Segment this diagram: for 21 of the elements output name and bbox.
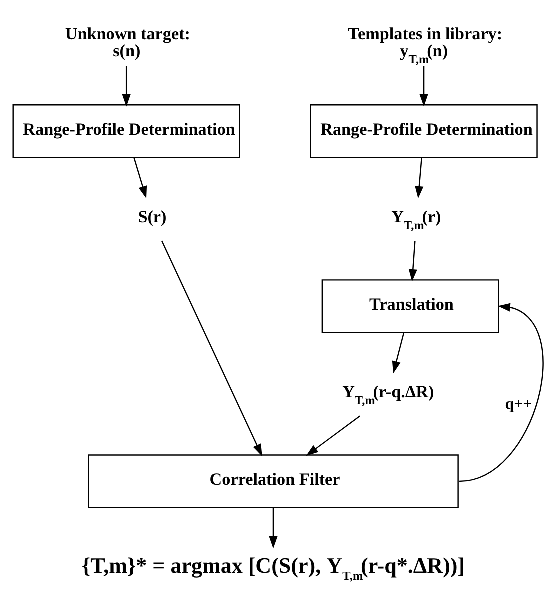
- arrow: [134, 158, 148, 198]
- arrow: [161, 240, 262, 456]
- node-box: Correlation Filter: [88, 454, 459, 508]
- arrow: [269, 508, 278, 548]
- arrow: [122, 66, 131, 106]
- node-text: Y$_{T,m}$(r-q.ΔR): [342, 382, 434, 407]
- arrow: [415, 158, 424, 198]
- node-box: Range-Profile Determination: [12, 104, 240, 158]
- arrow: [392, 332, 405, 374]
- node-box: Range-Profile Determination: [310, 104, 538, 158]
- node-text: {T,m}* = argmax [C(S(r), Y$_{T,m}$(r-q*.ΔR))]: [82, 552, 466, 583]
- arrow: [420, 66, 428, 106]
- node-box: Translation: [322, 279, 500, 333]
- node-text: Unknown target: s(n): [65, 24, 191, 60]
- arrow: [408, 240, 418, 282]
- node-text: Templates in library: y$_{T,m}$(n): [348, 24, 503, 66]
- arrow: [306, 415, 360, 456]
- node-text: S(r): [138, 206, 167, 226]
- arrow: [459, 302, 544, 482]
- node-text: Y$_{T,m}$(r): [392, 206, 442, 232]
- edge-label: q++: [505, 395, 532, 412]
